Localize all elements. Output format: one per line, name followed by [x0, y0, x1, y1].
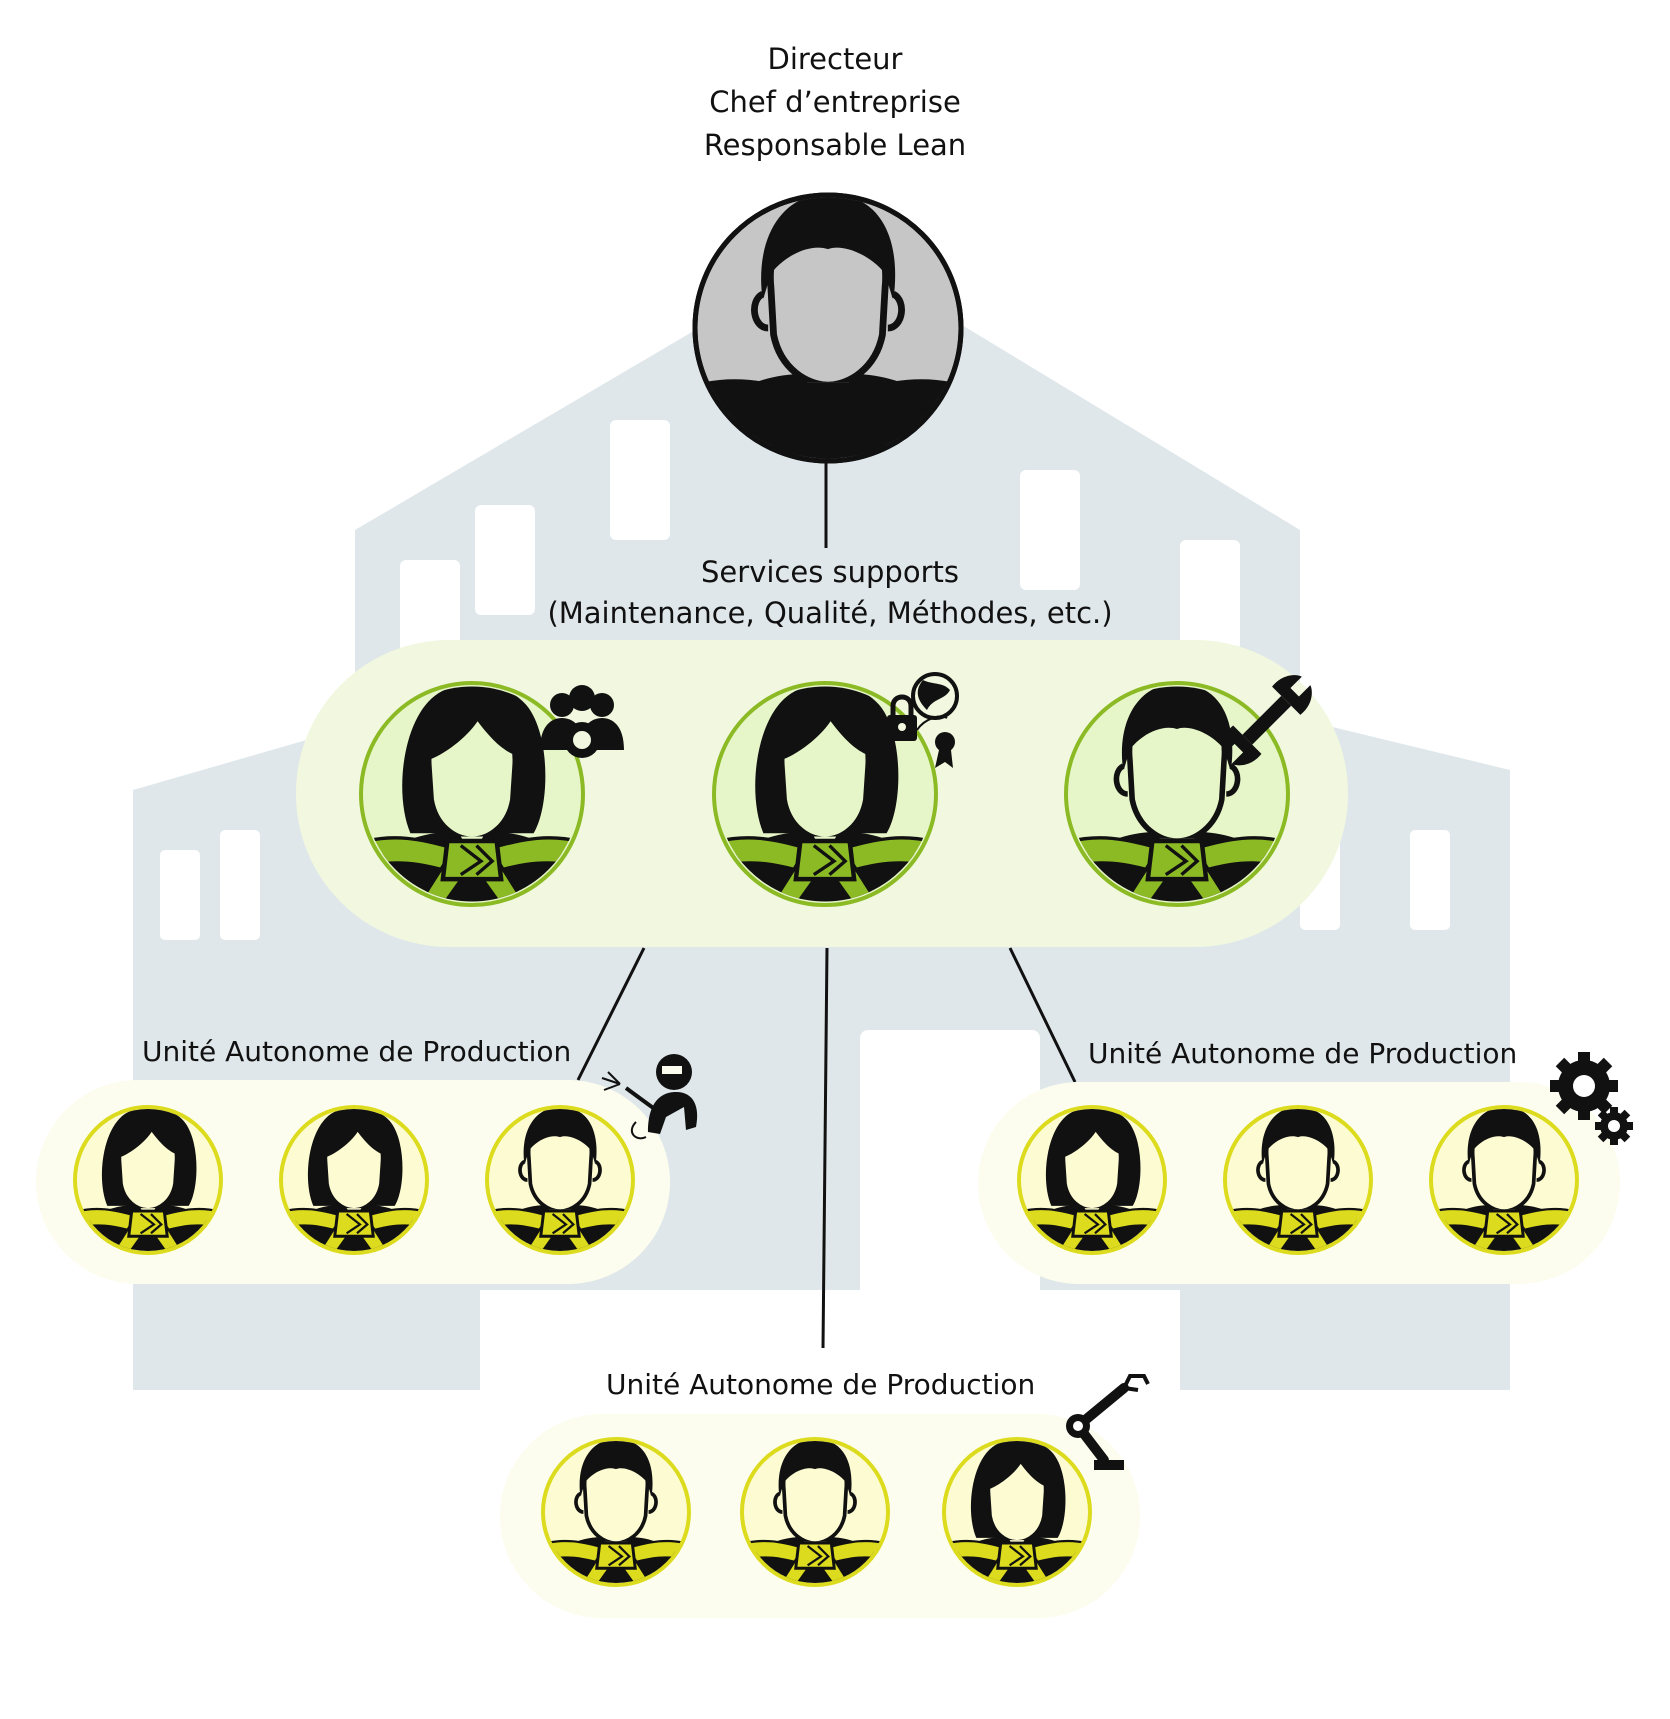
director-line-3: Responsable Lean	[703, 128, 967, 162]
quality-icon	[887, 672, 959, 768]
wrench-icon	[1221, 675, 1312, 766]
unit-2-member-2	[1223, 1105, 1373, 1255]
unit-2-member-1	[1017, 1105, 1167, 1255]
unit-3-title: Unité Autonome de Production	[606, 1368, 1036, 1401]
director-line-2: Chef d’entreprise	[709, 85, 961, 119]
unit-1-member-2	[279, 1105, 429, 1255]
unit-1-member-3	[485, 1105, 635, 1255]
robot-arm-icon	[1066, 1374, 1150, 1470]
director-line-1: Directeur	[767, 42, 903, 76]
unit-3-member-3	[942, 1437, 1092, 1587]
support-label: Services supports (Maintenance, Qualité,…	[430, 552, 1230, 634]
unit-2-member-3	[1429, 1105, 1579, 1255]
welder-icon	[601, 1054, 698, 1140]
unit-3-member-1	[541, 1437, 691, 1587]
support-title: Services supports	[701, 555, 959, 589]
gears-icon	[1550, 1052, 1633, 1145]
unit-2-title: Unité Autonome de Production	[1088, 1037, 1518, 1070]
connectors	[576, 455, 1077, 1349]
director-label: Directeur Chef d’entreprise Responsable …	[535, 38, 1135, 167]
unit-1-member-1	[73, 1105, 223, 1255]
unit-3-member-2	[740, 1437, 890, 1587]
team-icon	[540, 685, 624, 758]
support-subtitle: (Maintenance, Qualité, Méthodes, etc.)	[547, 596, 1113, 630]
director-avatar	[692, 192, 964, 464]
unit-1-title: Unité Autonome de Production	[142, 1035, 572, 1068]
support-member-2	[712, 681, 938, 907]
support-member-1	[359, 681, 585, 907]
